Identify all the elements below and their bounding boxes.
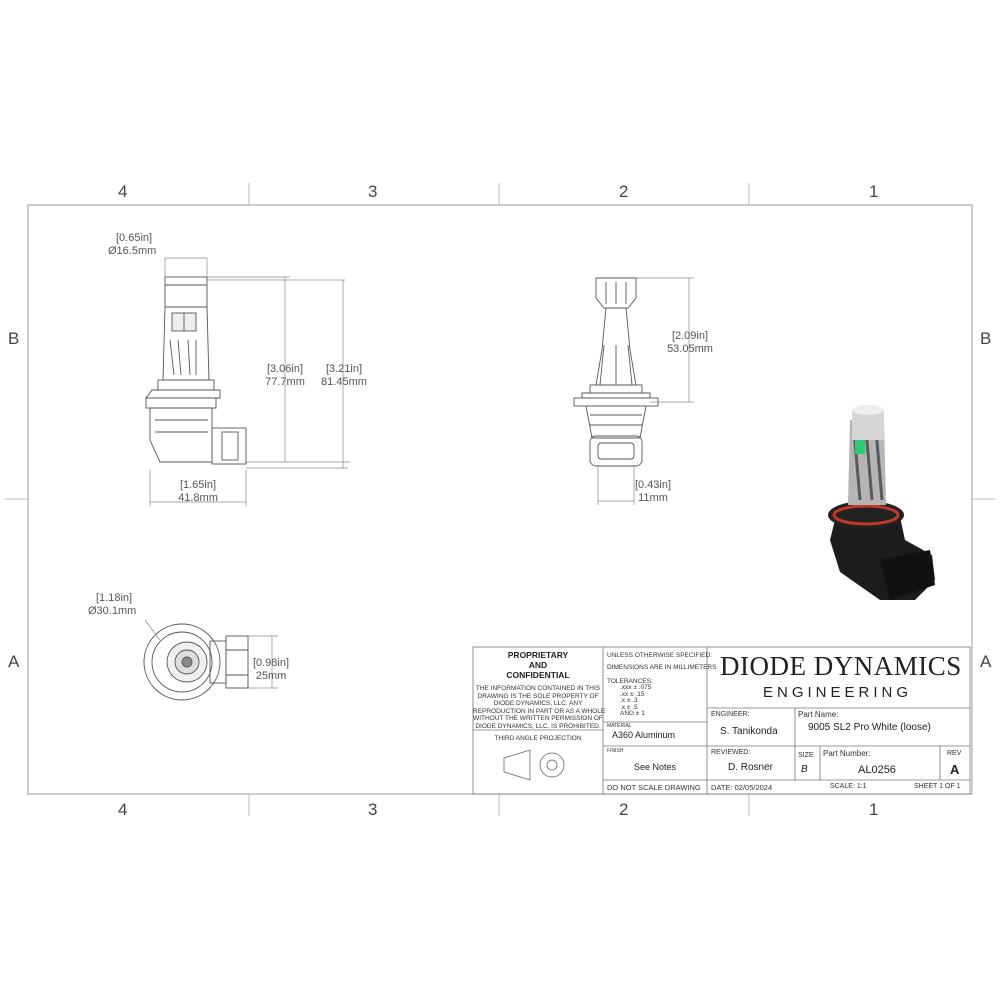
rev-value: A [950,762,960,777]
proprietary-heading: PROPRIETARY AND CONFIDENTIAL [473,650,603,680]
reviewed-value: D. Rosner [728,762,774,773]
dim-front-total: [3.21in] 81.45mm [317,363,371,389]
bottom-view-dimension-lines [144,619,278,689]
material-label: MATERIAL [607,723,632,729]
dim-front-width: [1.65in] 41.8mm [173,479,223,505]
zone-ticks [5,183,995,816]
notice-line: DIODE DYNAMICS, LLC. IS PROHIBITED. [475,722,601,730]
notice-line: DRAWING IS THE SOLE PROPERTY OF [477,692,599,700]
notice-line: REPRODUCTION IN PART OR AS A WHOLE [473,707,606,715]
tolerance-item: .xx ± .15 [620,690,645,698]
zone-left-a: A [8,652,20,671]
sheet-value: SHEET 1 OF 1 [914,783,961,790]
dim-side-width: [0.43in] 11mm [632,479,674,505]
spec-note: UNLESS OTHERWISE SPECIFIED: DIMENSIONS A… [607,652,716,686]
company-name: DIODE DYNAMICS [720,651,962,681]
dim-front-height: [3.06in] 77.7mm [260,363,310,389]
dim-side-height-mm: 53.05mm [667,343,713,355]
projection-symbol [503,749,565,781]
dim-bottom-diameter-mm: Ø30.1mm [88,605,137,617]
part-name-label: Part Name: [798,710,839,719]
tolerances-label: TOLERANCES: [607,678,653,685]
dim-bottom-diameter-in: [1.18in] [96,592,133,604]
zone-right-b: B [980,329,992,348]
tolerance-item: .x ± .3 [620,697,638,704]
dim-front-diameter-mm: Ø16.5mm [108,245,157,257]
dim-side-width-mm: 11mm [638,492,668,504]
tolerance-item: .x ± .5 [620,703,638,711]
date-value: DATE: 02/05/2024 [711,783,773,792]
dim-front-height-mm: 77.7mm [265,376,305,388]
finish-value: See Notes [633,762,677,772]
engineer-value: S. Tanikonda [720,726,778,737]
part-number-label: Part Number: [823,749,871,758]
bottom-view [143,623,249,701]
zone-left-b: B [8,329,20,348]
size-label: SIZE [798,752,814,759]
confidential-notice: THE INFORMATION CONTAINED IN THIS DRAWIN… [473,685,606,730]
tolerance-item: .xxx ± .075 [620,684,652,691]
company-subtitle: ENGINEERING [763,684,913,701]
zone-top-3: 3 [368,182,378,201]
notice-line: THE INFORMATION CONTAINED IN THIS [475,685,601,692]
side-view [573,277,659,467]
front-view [145,276,247,465]
zone-bottom-2: 2 [619,800,629,819]
zone-top-2: 2 [619,182,629,201]
reviewed-label: REVIEWED: [711,749,751,756]
scale-value: SCALE: 1:1 [830,783,867,790]
zone-bottom-4: 4 [118,800,128,819]
title-block-lines [472,646,971,795]
size-value: B [801,764,808,775]
proprietary-line-2: AND [528,660,548,670]
projection-label: THIRD ANGLE PROJECTION [494,735,582,742]
notice-line: DIODE DYNAMICS, LLC. ANY [493,700,583,707]
dim-bottom-width-in: [0.98in] [252,657,290,669]
tolerance-item: ANG ± 1 [620,710,645,717]
zone-bottom-1: 1 [869,800,879,819]
notice-line: WITHOUT THE WRITTEN PERMISSION OF [473,715,603,722]
dim-side-width-in: [0.43in] [634,479,672,491]
zone-top-4: 4 [118,182,128,201]
dim-front-height-in: [3.06in] [266,363,304,375]
engineer-label: ENGINEER: [711,711,750,718]
dim-front-diameter-in: [0.65in] [116,232,153,244]
side-view-dimension-lines [597,277,694,505]
dim-side-height-in: [2.09in] [671,330,709,342]
spec-line-1: UNLESS OTHERWISE SPECIFIED: [607,652,712,659]
proprietary-line-3: CONFIDENTIAL [506,670,570,680]
zone-right-a: A [980,652,992,671]
spec-line-2: DIMENSIONS ARE IN MILLIMETERS [607,664,717,671]
dim-bottom-width: [0.98in] 25mm [250,657,292,683]
zone-top-1: 1 [869,182,879,201]
rev-label: REV [947,750,962,757]
dim-bottom-width-mm: 25mm [255,670,287,682]
no-scale-note: DO NOT SCALE DRAWING [607,783,701,792]
material-value: A360 Aluminum [612,730,676,740]
dim-front-total-in: [3.21in] [325,363,363,375]
proprietary-line-1: PROPRIETARY [507,650,569,660]
dim-bottom-diameter: [1.18in] Ø30.1mm [88,592,136,618]
dim-front-diameter: [0.65in] Ø16.5mm [108,232,156,258]
zone-bottom-3: 3 [368,800,378,819]
finish-label: FINISH [607,748,624,754]
part-number-value: AL0256 [858,764,896,776]
tolerances-list: .xxx ± .075 .xx ± .15 .x ± .3 .x ± .5 AN… [620,684,652,718]
dim-front-total-mm: 81.45mm [321,376,367,388]
part-name-value: 9005 SL2 Pro White (loose) [808,722,931,733]
dim-front-width-in: [1.65in] [179,479,217,491]
front-view-dimension-lines [149,257,350,506]
dim-front-width-mm: 41.8mm [178,492,218,504]
bulb-render-image [828,405,935,600]
dim-side-height: [2.09in] 53.05mm [664,330,716,356]
